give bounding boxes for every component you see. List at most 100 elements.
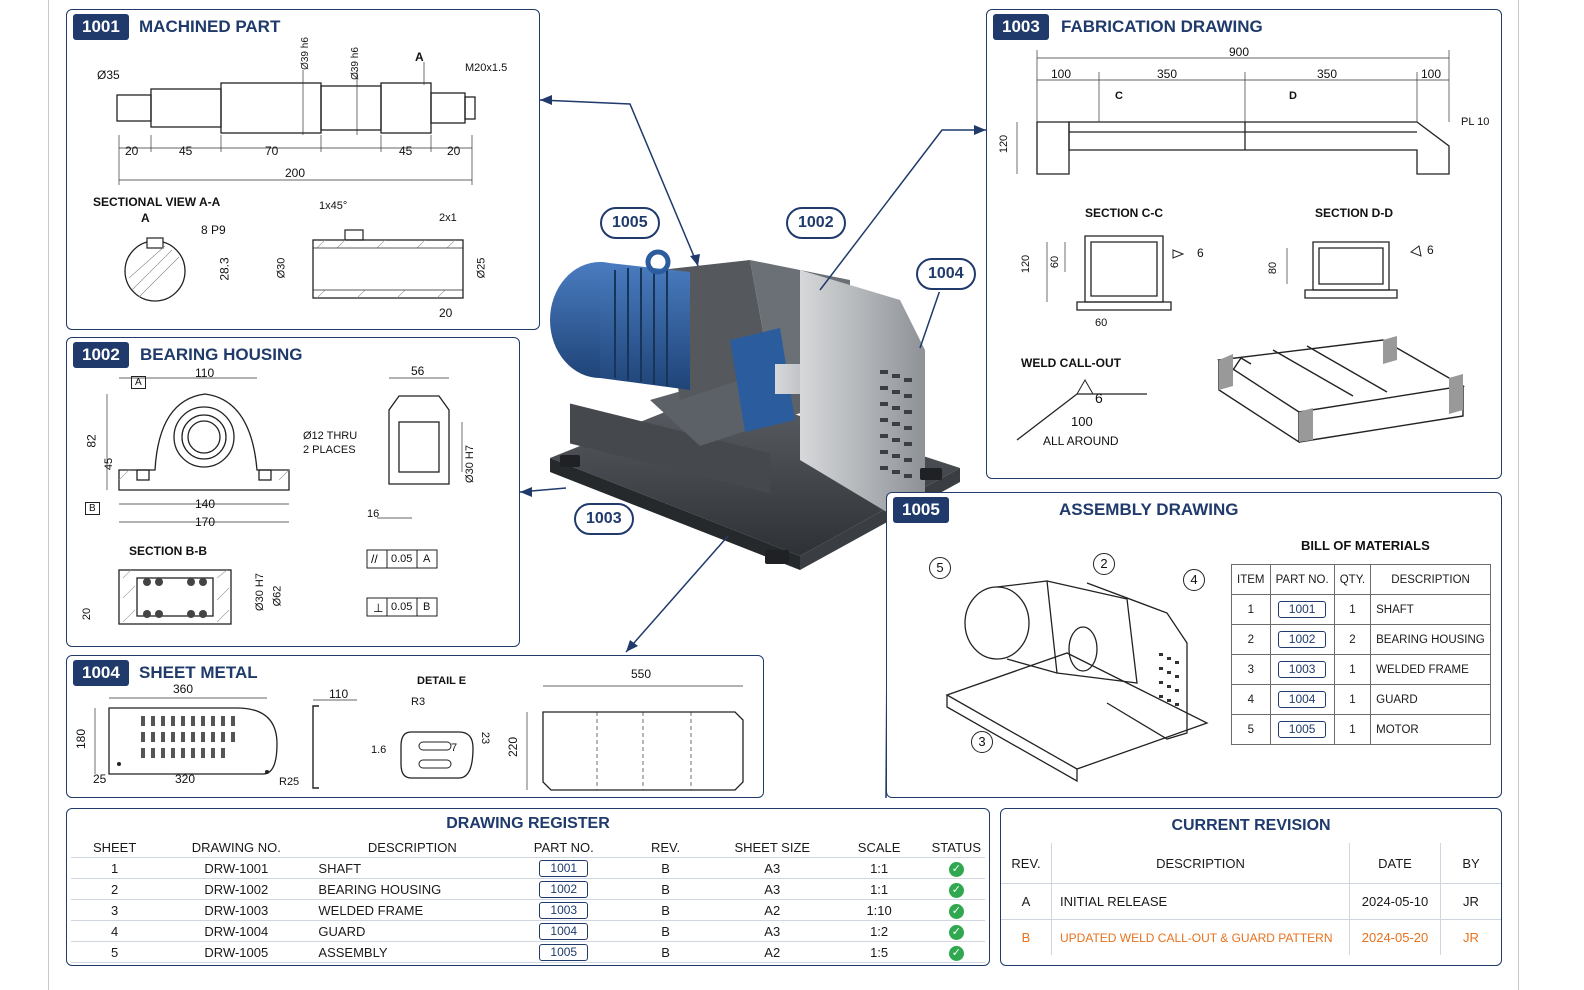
bom-part-link[interactable]: 1004 <box>1277 691 1327 708</box>
bom-desc: GUARD <box>1370 684 1491 715</box>
weld-size: 6 <box>1095 390 1103 406</box>
panel-tag: 1002 <box>73 342 129 368</box>
register-part-link[interactable]: 1004 <box>539 922 589 940</box>
bom-header: DESCRIPTION <box>1370 564 1491 595</box>
register-size: A3 <box>713 857 831 879</box>
bom-title: BILL OF MATERIALS <box>1301 538 1430 553</box>
register-part-link[interactable]: 1003 <box>539 901 589 919</box>
weld-callout-label: WELD CALL-OUT <box>1021 356 1121 370</box>
section-marker-a: A <box>415 50 424 64</box>
register-rev: B <box>617 878 714 900</box>
panel-tag: 1004 <box>73 660 129 686</box>
register-size: A2 <box>713 899 831 921</box>
dim-dia62: Ø62 <box>271 585 284 607</box>
bom-part-link[interactable]: 1005 <box>1277 721 1327 738</box>
shaft-drawing <box>116 62 476 302</box>
bom-qty: 1 <box>1333 594 1372 625</box>
panel-fabrication-drawing: 1003 FABRICATION DRAWING <box>986 9 1502 479</box>
tol-parallel-datum: A <box>423 553 431 565</box>
register-rev: B <box>617 920 714 942</box>
revision-row-current: B UPDATED WELD CALL-OUT & GUARD PATTERN … <box>1001 919 1501 955</box>
dim-350b: 350 <box>1317 67 1338 81</box>
dim-360: 360 <box>173 682 194 696</box>
sheet-metal-drawing <box>94 685 744 791</box>
dim-320: 320 <box>175 772 196 786</box>
dim-hole-places: 2 PLACES <box>303 444 356 456</box>
register-part-link[interactable]: 1005 <box>539 943 589 961</box>
register-title: DRAWING REGISTER <box>446 815 610 832</box>
bom-desc: SHAFT <box>1370 594 1491 625</box>
callout-1002[interactable]: 1002 <box>786 207 846 239</box>
dim-28-3: 28.3 <box>217 257 232 281</box>
register-drawing-no: DRW-1004 <box>158 920 315 942</box>
dim-width-170: 170 <box>195 515 216 529</box>
dim-7: 7 <box>451 742 458 754</box>
dim-len-70: 70 <box>265 144 279 158</box>
panel-tag: 1005 <box>893 497 949 523</box>
dim-900: 900 <box>1229 45 1250 59</box>
dim-dia30: Ø30 <box>275 257 288 279</box>
datum-a: A <box>131 376 146 389</box>
section-label-d: SECTION D-D <box>1315 206 1393 220</box>
dim-len-45b: 45 <box>399 144 413 158</box>
callout-1004[interactable]: 1004 <box>916 258 976 290</box>
bom-part-link[interactable]: 1003 <box>1277 661 1327 678</box>
bom-header: QTY. <box>1333 564 1372 595</box>
bom-part-link[interactable]: 1002 <box>1277 631 1327 648</box>
frame-drawing <box>1016 50 1466 444</box>
dim-16: 16 <box>367 508 380 520</box>
panel-bearing-housing: 1002 BEARING HOUSING <box>66 337 520 647</box>
register-sheet: 3 <box>71 899 159 921</box>
check-circle-icon: ✓ <box>948 882 964 898</box>
dim-r25: R25 <box>279 776 300 788</box>
register-header: SCALE <box>830 837 928 858</box>
sheet-border-left <box>48 0 49 990</box>
bom-item: 2 <box>1231 624 1271 655</box>
dim-dia39h6-a: Ø39 h6 <box>299 37 311 70</box>
bearing-housing-drawing: // ⊥ <box>106 377 463 625</box>
panel-machined-part: 1001 MACHINED PART <box>66 9 540 330</box>
panel-sheet-metal: 1004 SHEET METAL 360 180 25 320 R25 110 … <box>66 655 764 798</box>
tol-perp-value: 0.05 <box>391 601 413 613</box>
panel-assembly-drawing: 1005 ASSEMBLY DRAWING 5 2 4 3 BILL OF MA… <box>886 492 1502 798</box>
dim-2x1: 2x1 <box>439 212 457 224</box>
revision-date: 2024-05-20 <box>1349 919 1441 955</box>
register-rev: B <box>617 941 714 963</box>
register-scale: 1:5 <box>830 941 928 963</box>
section-label-a: SECTIONAL VIEW A-A <box>93 195 221 209</box>
revision-by: JR <box>1440 883 1501 920</box>
panel-title: FABRICATION DRAWING <box>1061 17 1263 36</box>
dim-r3: R3 <box>411 696 426 708</box>
register-size: A3 <box>713 920 831 942</box>
svg-text:⊥: ⊥ <box>373 601 383 615</box>
dim-pl10: PL 10 <box>1461 116 1490 128</box>
bom-header: ITEM <box>1231 564 1271 595</box>
register-part-link[interactable]: 1001 <box>539 859 589 877</box>
callout-1005[interactable]: 1005 <box>600 207 660 239</box>
bom-part-link[interactable]: 1001 <box>1277 601 1327 618</box>
callout-1003[interactable]: 1003 <box>574 503 634 535</box>
dim-25: 25 <box>93 772 107 786</box>
register-table: SHEET DRAWING NO. DESCRIPTION PART NO. R… <box>71 837 985 963</box>
register-scale: 1:2 <box>830 920 928 942</box>
register-desc: GUARD <box>314 920 511 942</box>
revision-header: REV. <box>1001 843 1052 884</box>
register-drawing-no: DRW-1001 <box>158 857 315 879</box>
drawing-register: DRAWING REGISTER SHEET DRAWING NO. DESCR… <box>66 808 990 966</box>
current-revision: CURRENT REVISION REV. DESCRIPTION DATE B… <box>1000 808 1502 966</box>
revision-desc: UPDATED WELD CALL-OUT & GUARD PATTERN <box>1051 919 1350 955</box>
dim-chamfer: 1x45° <box>319 200 348 212</box>
register-header: REV. <box>617 837 714 858</box>
dim-dia35: Ø35 <box>97 68 120 82</box>
section-marker-c: C <box>1115 90 1123 102</box>
register-part-link[interactable]: 1002 <box>539 880 589 898</box>
register-header: PART NO. <box>510 837 618 858</box>
